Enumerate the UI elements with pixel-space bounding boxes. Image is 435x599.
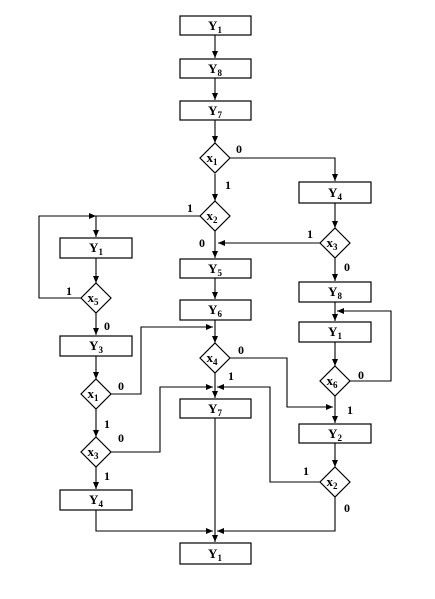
edge-labels: 0 1 1 0 1 0 1 0 0 1 0 1 0 1 0 1 1 0 bbox=[66, 142, 364, 515]
svg-text:x3: x3 bbox=[88, 444, 100, 461]
edge-label-x5-1: 1 bbox=[66, 284, 72, 298]
edge-label-x3-0: 0 bbox=[344, 260, 350, 274]
svg-text:Y3: Y3 bbox=[89, 338, 103, 355]
condition-diamond-x5: x5 bbox=[80, 282, 112, 314]
svg-text:Y7: Y7 bbox=[208, 103, 222, 120]
edge-label-right-x2-1: 1 bbox=[303, 464, 309, 478]
edge-label-left-x3-1: 1 bbox=[104, 469, 110, 483]
condition-diamond-x3-left: x3 bbox=[80, 436, 112, 468]
svg-text:Y8: Y8 bbox=[208, 61, 222, 78]
edge-label-left-x1-1: 1 bbox=[104, 417, 110, 431]
svg-text:x1: x1 bbox=[88, 386, 100, 403]
svg-text:Y1: Y1 bbox=[208, 546, 222, 563]
operator-box-y1-start: Y1 bbox=[179, 15, 252, 36]
svg-text:x5: x5 bbox=[88, 290, 100, 307]
connectors bbox=[38, 35, 392, 542]
edge-label-left-x1-0: 0 bbox=[118, 379, 124, 393]
condition-diamond-x2-right: x2 bbox=[319, 466, 351, 498]
svg-text:Y1: Y1 bbox=[328, 324, 342, 341]
edge-label-x1-1: 1 bbox=[225, 178, 231, 192]
edge-label-x6-0: 0 bbox=[358, 368, 364, 382]
svg-text:Y4: Y4 bbox=[328, 185, 342, 202]
edge-label-left-x3-0: 0 bbox=[118, 431, 124, 445]
condition-diamond-x4: x4 bbox=[199, 342, 231, 374]
edge-label-x2-1: 1 bbox=[187, 201, 193, 215]
operator-box-y1-right: Y1 bbox=[298, 321, 372, 343]
svg-text:x1: x1 bbox=[207, 150, 219, 167]
operator-box-y4-left: Y4 bbox=[59, 489, 133, 511]
condition-diamond-x6: x6 bbox=[319, 365, 351, 397]
edge-label-x6-1: 1 bbox=[347, 403, 353, 417]
operator-box-y7-center: Y7 bbox=[179, 398, 252, 419]
operator-box-y3: Y3 bbox=[59, 335, 133, 357]
svg-text:Y5: Y5 bbox=[208, 261, 222, 278]
operator-box-y2: Y2 bbox=[298, 423, 372, 444]
operator-box-y1-end: Y1 bbox=[179, 542, 252, 565]
svg-text:Y7: Y7 bbox=[208, 401, 222, 418]
svg-text:Y1: Y1 bbox=[208, 18, 222, 35]
operator-box-y7-top: Y7 bbox=[179, 100, 252, 121]
edge-label-x2-0: 0 bbox=[199, 236, 205, 250]
svg-text:Y6: Y6 bbox=[208, 302, 222, 319]
svg-text:Y8: Y8 bbox=[328, 284, 342, 301]
edge-label-x5-0: 0 bbox=[104, 319, 110, 333]
svg-text:x4: x4 bbox=[207, 350, 219, 367]
operator-box-y8: Y8 bbox=[179, 58, 252, 79]
edge-label-x4-0: 0 bbox=[238, 343, 244, 357]
operator-box-y1-left: Y1 bbox=[59, 237, 133, 259]
operator-box-y8-right: Y8 bbox=[298, 281, 372, 303]
svg-text:Y2: Y2 bbox=[328, 426, 342, 443]
operator-box-y5: Y5 bbox=[179, 258, 252, 279]
operator-box-y6: Y6 bbox=[179, 299, 252, 321]
edge-label-x1-0: 0 bbox=[236, 142, 242, 156]
svg-text:x3: x3 bbox=[327, 235, 339, 252]
edge-label-x3-1: 1 bbox=[307, 227, 313, 241]
svg-text:x6: x6 bbox=[327, 373, 339, 390]
svg-text:x2: x2 bbox=[327, 474, 339, 491]
svg-text:x2: x2 bbox=[207, 208, 219, 225]
condition-diamond-x3-right: x3 bbox=[319, 227, 351, 259]
operator-box-y4-right: Y4 bbox=[298, 181, 372, 204]
condition-diamond-x2-center: x2 bbox=[199, 200, 231, 232]
edge-label-right-x2-0: 0 bbox=[344, 501, 350, 515]
edge-label-x4-1: 1 bbox=[228, 369, 234, 383]
condition-diamond-x1-left: x1 bbox=[80, 378, 112, 410]
svg-text:Y1: Y1 bbox=[89, 240, 103, 257]
svg-text:Y4: Y4 bbox=[89, 492, 103, 509]
condition-diamond-x1-top: x1 bbox=[199, 142, 231, 174]
